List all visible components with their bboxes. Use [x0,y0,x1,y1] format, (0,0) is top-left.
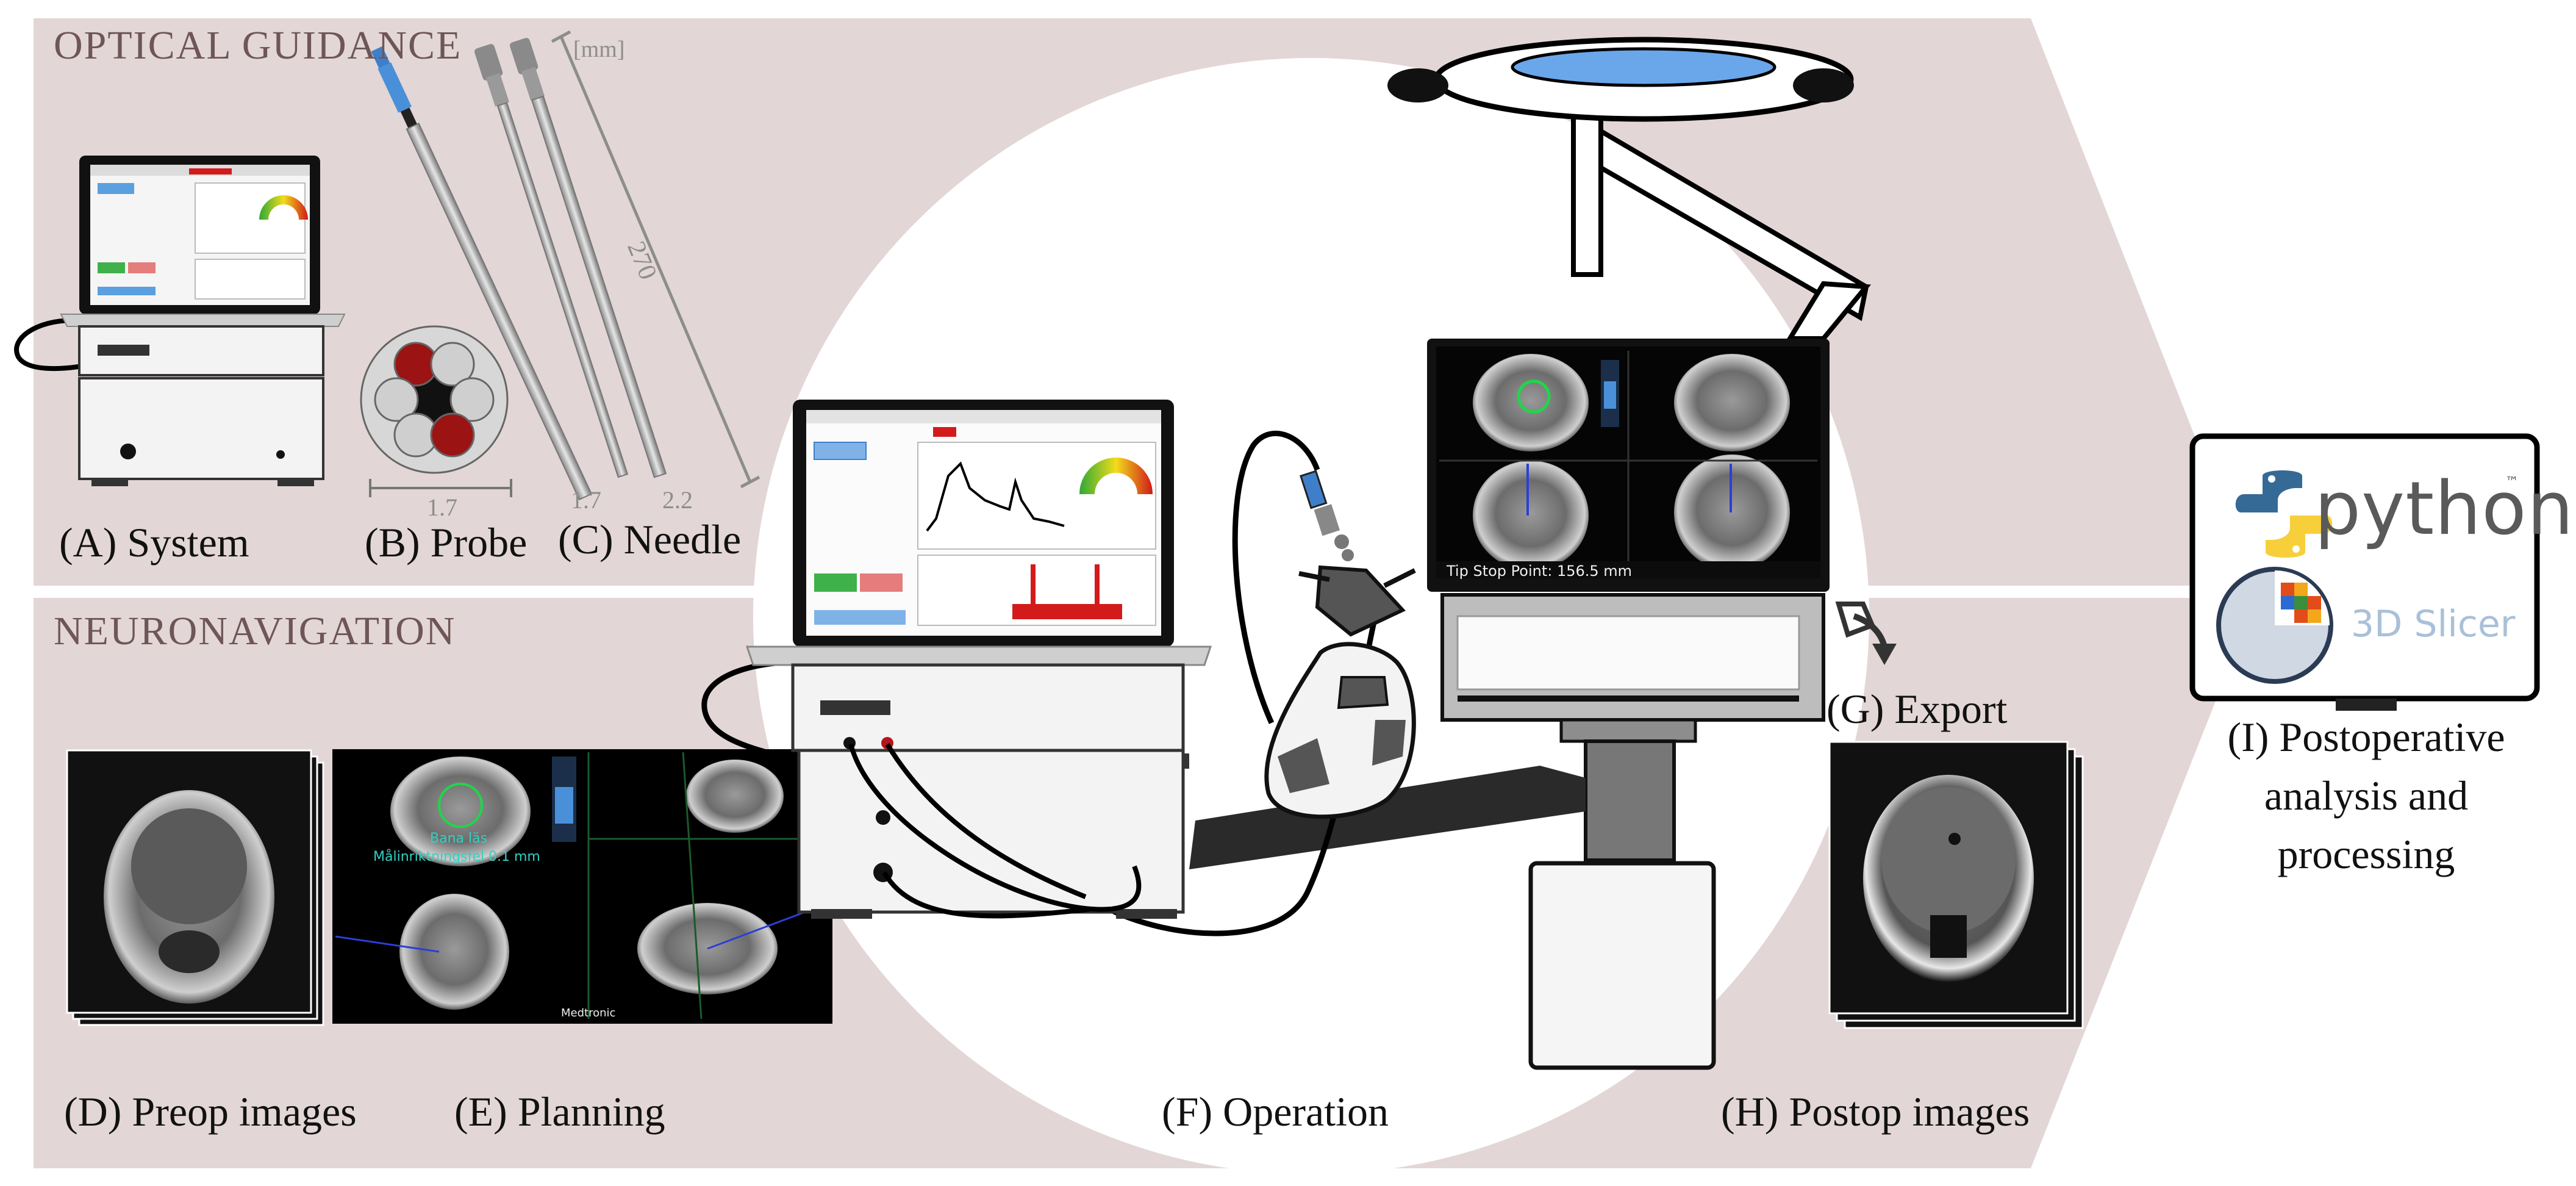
system-illustration [14,156,346,486]
label-probe: (B) Probe [365,519,528,566]
label-export: (G) Export [1826,686,2008,732]
dimension-probe-width: 1.7 [427,494,457,521]
preop-images [66,749,324,1026]
planning-text-1: Bana läs [430,831,488,846]
python-logo-icon [2235,470,2333,558]
section-title-optical: OPTICAL GUIDANCE [54,23,462,68]
navigation-station [1189,339,1830,1070]
python-logo-text: python [2314,467,2574,552]
label-preop-images: (D) Preop images [64,1088,357,1135]
planning-screen [332,749,832,1024]
dimension-length: 270 [621,237,662,284]
needle-illustration [474,30,760,489]
label-postoperative-analysis: (I) Postoperative analysis and processin… [2227,714,2505,877]
center-system [701,400,1212,919]
slicer-logo-icon [2216,567,2333,684]
export-icon [1835,602,1897,665]
probe-handpiece [1096,431,1416,936]
navigation-footer: Tip Stop Point: 156.5 mm [1447,562,1633,580]
probe-illustration [360,46,593,501]
section-title-neuronavigation: NEURONAVIGATION [54,609,456,653]
label-needle: (C) Needle [558,516,742,562]
software-box [2189,433,2540,711]
slicer-logo-text: 3D Slicer [2351,603,2516,645]
dimension-needle-a: 1.7 [571,486,601,514]
dimension-unit: [mm] [573,37,625,62]
label-planning: (E) Planning [454,1088,665,1135]
dimension-needle-b: 2.2 [662,486,693,514]
surgical-lamp [1387,37,1872,341]
postop-images [1828,741,2084,1029]
planning-text-2: Målinriktningsfel 0.1 mm [373,849,540,864]
planning-brand: Medtronic [561,1007,616,1019]
label-operation: (F) Operation [1162,1088,1389,1135]
label-postop-images: (H) Postop images [1721,1088,2030,1135]
python-trademark: ™ [2505,475,2519,490]
label-system: (A) System [59,519,249,566]
